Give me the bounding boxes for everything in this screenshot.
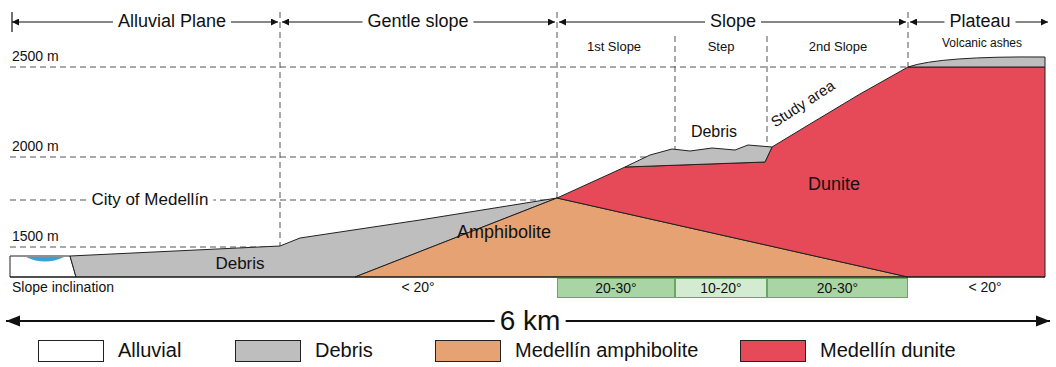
legend-item: Medellín dunite [740,339,956,362]
zone-label: Slope [705,12,761,32]
legend-item: Debris [235,339,373,362]
unit-label: Debris [691,123,737,141]
inclination-cell: 10-20° [675,278,767,298]
inclination-value: 20-30° [817,280,858,296]
legend-text: Medellín dunite [820,339,956,362]
river [26,257,64,262]
zone-label: Alluvial Plane [113,12,231,32]
dunite-unit [557,67,1045,277]
inclination-value: 10-20° [700,280,741,296]
header-arrows [12,12,1048,32]
zone-label: Gentle slope [362,12,473,32]
elevation-label: 2500 m [12,49,59,64]
legend-text: Medellín amphibolite [515,339,698,362]
inclination-value: < 20° [968,280,1001,295]
legend-item: Alluvial [38,339,181,362]
legend-swatch [235,340,301,362]
alluvial-unit [10,256,76,277]
legend-item: Medellín amphibolite [435,339,698,362]
unit-label: Debris [215,255,264,274]
volcanic-ash [908,57,1045,67]
elevation-label: 1500 m [12,229,59,244]
legend-swatch [435,340,501,362]
inclination-cell: 20-30° [557,278,675,298]
row-label: Slope inclination [12,280,114,295]
inclination-value: 20-30° [595,280,636,296]
legend-text: Debris [315,339,373,362]
legend-text: Alluvial [118,339,181,362]
unit-label: Volcanic ashes [942,37,1022,50]
city-label: City of Medellín [86,191,213,210]
geology [10,57,1045,277]
legend-swatch [38,340,104,362]
step-debris [625,145,772,167]
inclination-cell: 20-30° [767,278,908,298]
subzone-label: 1st Slope [587,40,641,54]
elevation-label: 2000 m [12,139,59,154]
unit-label: Dunite [808,175,860,195]
area-label: Study area [768,77,838,130]
inclination-value: < 20° [401,280,434,295]
subzone-label: 2nd Slope [809,40,868,54]
unit-label: Amphibolite [457,223,551,243]
legend-swatch [740,340,806,362]
distance-label: 6 km [495,306,566,337]
zone-label: Plateau [944,12,1015,32]
subzone-label: Step [708,40,735,54]
